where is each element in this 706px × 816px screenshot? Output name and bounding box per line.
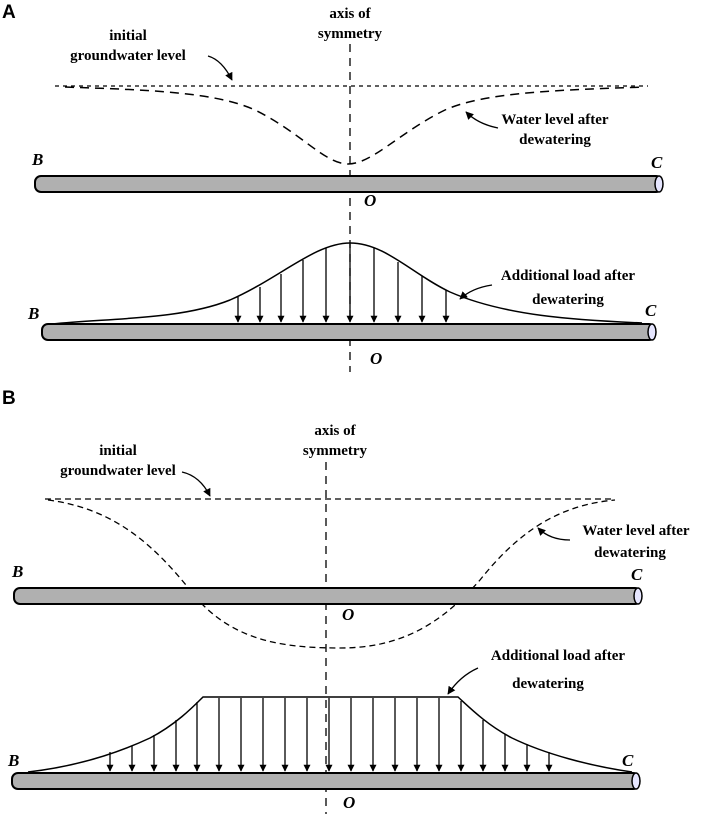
panel-b-axis-label-1: axis of: [314, 423, 356, 439]
panel-b-pipe-bottom: [11, 772, 640, 790]
panel-a-load-label-1: Additional load after: [501, 268, 636, 284]
panel-a-pipe-top: [34, 175, 663, 193]
panel-b-pipe-top-end: [633, 587, 643, 605]
panel-b-point-o-top: O: [342, 605, 354, 624]
panel-b-load-curve: [27, 696, 633, 773]
panel-b-initial-label-1: initial: [99, 443, 137, 459]
panel-b: B axis of symmetry initial groundwater l…: [2, 388, 690, 814]
panel-a-dewatered-water-curve: [64, 86, 646, 165]
panel-a-axis-label-2: symmetry: [318, 26, 383, 42]
panel-a-point-c-top: C: [651, 153, 663, 172]
panel-a-initial-label-2: groundwater level: [70, 48, 186, 64]
panel-a-load-curve: [51, 242, 643, 325]
panel-b-initial-arrow: [181, 471, 211, 497]
panel-b-load-label-1: Additional load after: [491, 648, 626, 664]
panel-b-letter: B: [2, 388, 16, 409]
panel-a-axis-label-1: axis of: [329, 6, 371, 22]
panel-a-letter: A: [2, 2, 16, 23]
panel-b-pipe-bottom-end: [631, 772, 641, 790]
panel-b-axis-label-2: symmetry: [303, 443, 368, 459]
panel-b-point-b-top: B: [11, 562, 23, 581]
panel-a-load-label-2: dewatering: [532, 292, 604, 308]
panel-b-after-label-2: dewatering: [594, 545, 666, 561]
panel-a-point-c-bottom: C: [645, 301, 657, 320]
panel-a-after-arrow: [465, 111, 499, 129]
panel-b-point-o-bottom: O: [343, 793, 355, 812]
panel-a-pipe-top-end: [654, 175, 664, 193]
panel-a-pipe-bottom: [41, 323, 656, 341]
panel-b-point-c-top: C: [631, 565, 643, 584]
panel-a-initial-label-1: initial: [109, 28, 147, 44]
panel-a: A axis of symmetry initial groundwater l…: [2, 2, 664, 372]
panel-b-dewatered-water-curve: [47, 499, 616, 649]
panel-a-load-arrow-pointer: [459, 284, 493, 300]
panel-a-load-arrows: [234, 244, 450, 323]
panel-a-point-b-bottom: B: [27, 304, 39, 323]
panel-b-after-arrow: [537, 527, 571, 541]
panel-a-initial-arrow: [207, 55, 233, 81]
panel-b-after-label-1: Water level after: [582, 523, 690, 539]
panel-b-point-c-bottom: C: [622, 751, 634, 770]
panel-b-load-arrow-pointer: [447, 667, 479, 695]
panel-b-point-b-bottom: B: [7, 751, 19, 770]
panel-a-point-o-bottom: O: [370, 349, 382, 368]
panel-a-after-label-2: dewatering: [519, 132, 591, 148]
panel-b-pipe-top: [13, 587, 642, 605]
panel-b-initial-label-2: groundwater level: [60, 463, 176, 479]
panel-b-load-arrows: [106, 698, 553, 772]
panel-a-after-label-1: Water level after: [501, 112, 609, 128]
panel-a-point-o-top: O: [364, 191, 376, 210]
panel-a-point-b-top: B: [31, 150, 43, 169]
panel-a-pipe-bottom-end: [647, 323, 657, 341]
panel-b-load-label-2: dewatering: [512, 676, 584, 692]
